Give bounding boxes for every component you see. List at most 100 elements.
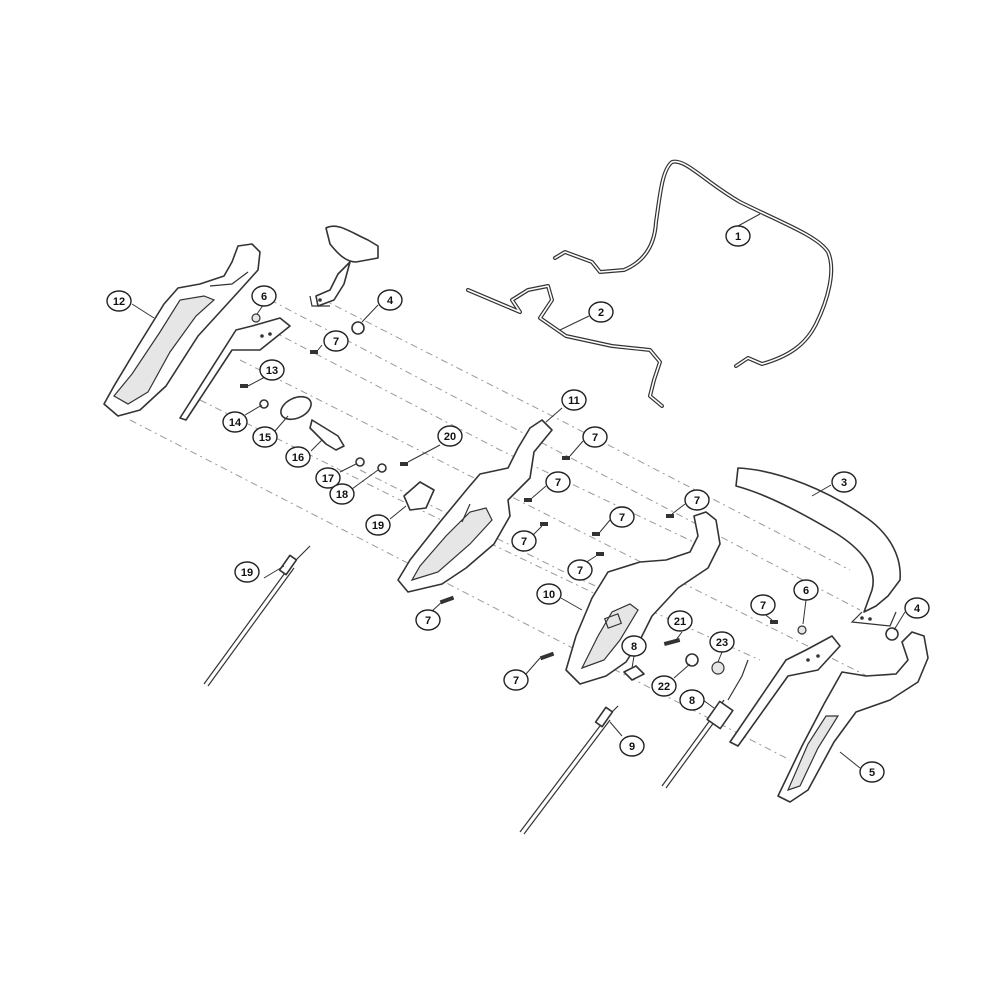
- callout-number: 10: [543, 589, 555, 601]
- callout-5: 5: [859, 761, 885, 783]
- callout-number: 8: [689, 695, 695, 707]
- right-control-housing: [565, 511, 721, 685]
- callout-number: 21: [674, 616, 686, 628]
- callout-number: 13: [266, 365, 278, 377]
- callout-number: 19: [372, 520, 384, 532]
- callout-labels: 1234456677777777778891011121314151617181…: [106, 225, 930, 783]
- callout-bubble: [619, 735, 645, 757]
- upper-handle-bar: [553, 159, 834, 368]
- left-cable: [203, 545, 311, 687]
- callout-9: 9: [619, 735, 645, 757]
- callout-number: 14: [229, 417, 242, 429]
- callout-number: 7: [694, 495, 700, 507]
- callout-number: 7: [760, 600, 766, 612]
- callout-bubble: [651, 675, 677, 697]
- callout-bubble: [251, 285, 277, 307]
- callout-number: 4: [387, 295, 394, 307]
- callout-number: 7: [521, 536, 527, 548]
- callout-7: 7: [609, 506, 635, 528]
- right-handle-tube: [729, 635, 841, 747]
- callout-number: 18: [336, 489, 348, 501]
- callout-22: 22: [651, 675, 677, 697]
- callout-bubble: [567, 559, 593, 581]
- callout-number: 16: [292, 452, 304, 464]
- callout-8: 8: [679, 689, 705, 711]
- callout-11: 11: [561, 389, 587, 411]
- callout-3: 3: [831, 471, 857, 493]
- callout-14: 14: [222, 411, 248, 433]
- callout-bubble: [222, 411, 248, 433]
- callout-23: 23: [709, 631, 735, 653]
- callout-number: 8: [631, 641, 637, 653]
- callout-number: 5: [869, 767, 875, 779]
- callout-7: 7: [567, 559, 593, 581]
- callout-bubble: [684, 489, 710, 511]
- callout-21: 21: [667, 610, 693, 632]
- callout-8: 8: [621, 635, 647, 657]
- callout-bubble: [725, 225, 751, 247]
- callout-number: 6: [803, 585, 809, 597]
- callout-number: 7: [333, 336, 339, 348]
- callout-7: 7: [582, 426, 608, 448]
- callout-10: 10: [536, 583, 562, 605]
- callout-bubble: [511, 530, 537, 552]
- callout-13: 13: [259, 359, 285, 381]
- callout-bubble: [365, 514, 391, 536]
- callout-4: 4: [904, 597, 930, 619]
- callout-20: 20: [437, 425, 463, 447]
- callout-7: 7: [503, 669, 529, 691]
- callout-number: 20: [444, 431, 456, 443]
- callout-bubble: [106, 290, 132, 312]
- callout-number: 3: [841, 477, 847, 489]
- callout-bubble: [536, 583, 562, 605]
- callout-number: 7: [555, 477, 561, 489]
- callout-bubble: [750, 594, 776, 616]
- left-hand-grip: [309, 225, 379, 307]
- callout-19: 19: [234, 561, 260, 583]
- callout-number: 23: [716, 637, 728, 649]
- callout-7: 7: [415, 609, 441, 631]
- callout-number: 7: [425, 615, 431, 627]
- callout-number: 15: [259, 432, 271, 444]
- callout-bubble: [377, 289, 403, 311]
- callout-number: 12: [113, 296, 125, 308]
- callout-bubble: [323, 330, 349, 352]
- callout-number: 1: [735, 231, 741, 243]
- callout-bubble: [859, 761, 885, 783]
- center-cable: [519, 705, 619, 835]
- callout-bubble: [582, 426, 608, 448]
- callout-bubble: [234, 561, 260, 583]
- callout-bubble: [503, 669, 529, 691]
- callout-bubble: [609, 506, 635, 528]
- callout-number: 4: [914, 603, 921, 615]
- callout-16: 16: [285, 446, 311, 468]
- drive-bail-rod: [466, 284, 664, 408]
- callout-bubble: [285, 446, 311, 468]
- callout-number: 6: [261, 291, 267, 303]
- callout-15: 15: [252, 426, 278, 448]
- callout-leaders: [131, 213, 906, 769]
- left-control-housing: [397, 419, 553, 593]
- left-handle-tube: [179, 317, 291, 421]
- right-cable: [661, 659, 749, 789]
- callout-number: 7: [619, 512, 625, 524]
- callout-12: 12: [106, 290, 132, 312]
- callout-6: 6: [251, 285, 277, 307]
- callout-number: 17: [322, 473, 334, 485]
- callout-bubble: [259, 359, 285, 381]
- callout-7: 7: [511, 530, 537, 552]
- callout-bubble: [561, 389, 587, 411]
- callout-bubble: [667, 610, 693, 632]
- callout-bubble: [831, 471, 857, 493]
- callout-bubble: [329, 483, 355, 505]
- left-handle-cover: [103, 243, 261, 417]
- callout-4: 4: [377, 289, 403, 311]
- callout-19: 19: [365, 514, 391, 536]
- right-handle-cover: [777, 631, 929, 803]
- callout-1: 1: [725, 225, 751, 247]
- callout-bubble: [709, 631, 735, 653]
- callout-2: 2: [588, 301, 614, 323]
- callout-number: 2: [598, 307, 604, 319]
